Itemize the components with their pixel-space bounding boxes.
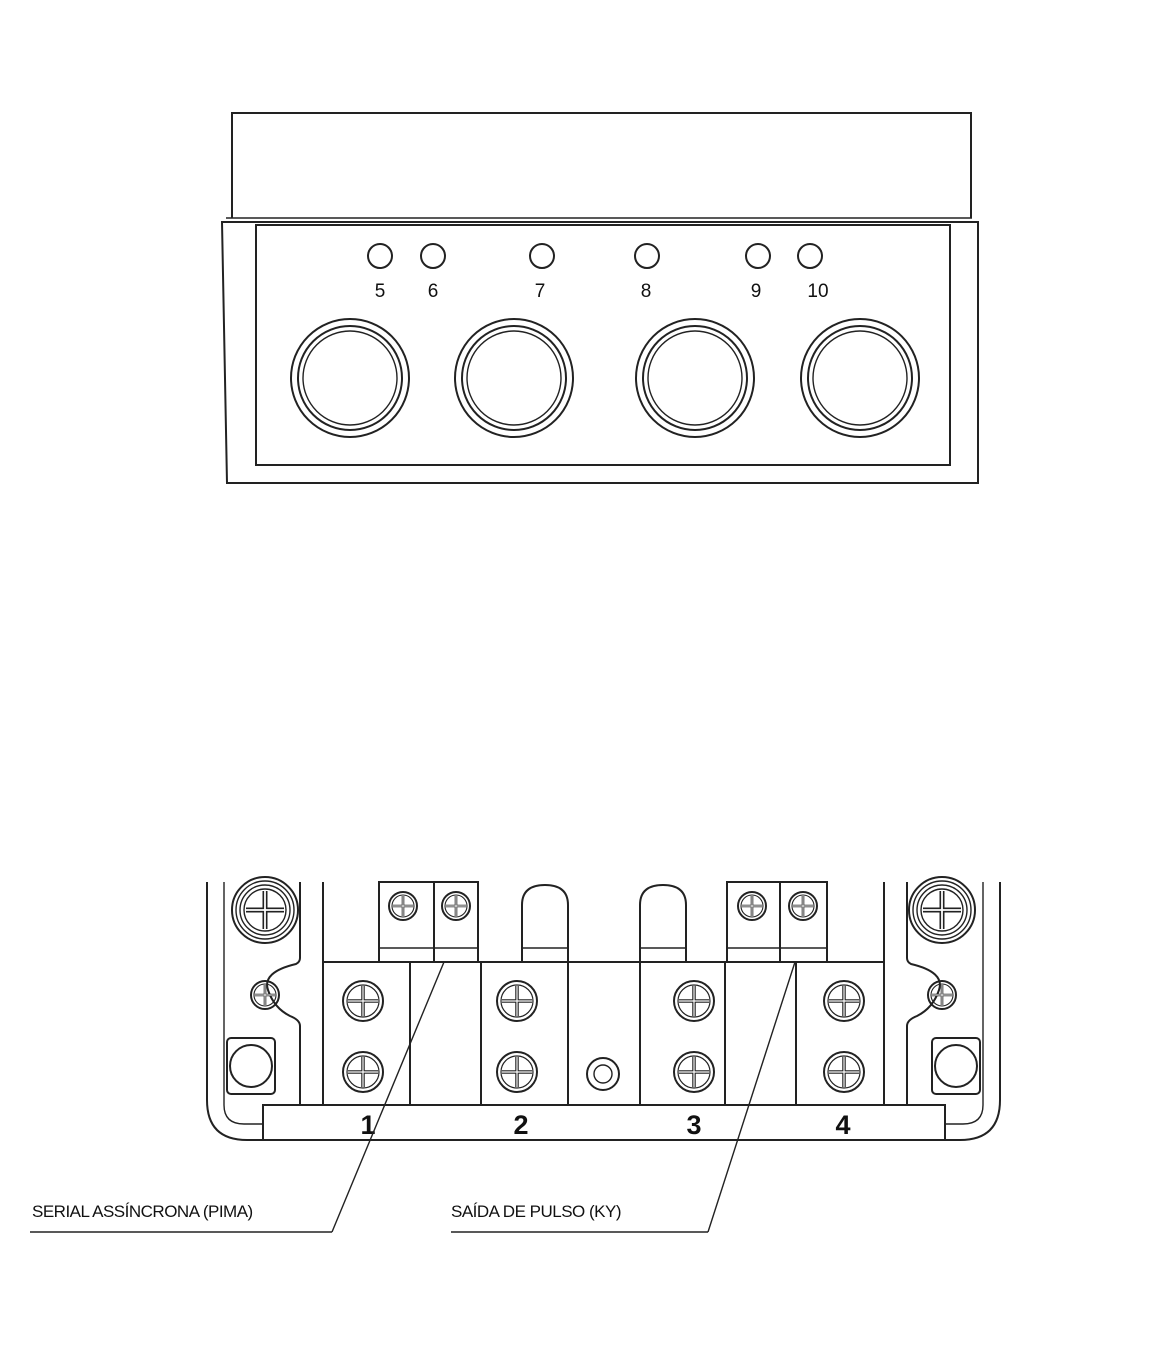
- cable-entry-4: [800, 318, 920, 438]
- cable-entry-3: [635, 318, 755, 438]
- hole-label-10: 10: [807, 281, 828, 302]
- callout-serial-label: SERIAL ASSÍNCRONA (PIMA): [32, 1202, 253, 1221]
- hole-10: [797, 243, 823, 269]
- hole-label-5: 5: [375, 281, 386, 302]
- callouts: SERIAL ASSÍNCRONA (PIMA) SAÍDA DE PULSO …: [30, 961, 796, 1233]
- hole-labels: 5 6 7 8 9 10: [375, 281, 829, 302]
- terminal-label-strip: [262, 1104, 946, 1141]
- small-screw-left: [249, 979, 281, 1011]
- base-outline: [206, 882, 1001, 1141]
- hole-7: [529, 243, 555, 269]
- cable-entries: [290, 318, 920, 438]
- callout-leader-left: [331, 961, 445, 1233]
- terminal-1-screw-bottom: [341, 1050, 385, 1094]
- terminal-3-screw-top: [672, 979, 716, 1023]
- right-channel: [906, 882, 941, 1105]
- cable-entry-2: [454, 318, 574, 438]
- terminal-label-4: 4: [835, 1110, 850, 1140]
- mounting-screw-left: [232, 877, 298, 943]
- seal-hole-right: [934, 1044, 978, 1088]
- hole-5: [367, 243, 393, 269]
- callout-pulse-label: SAÍDA DE PULSO (KY): [451, 1202, 621, 1221]
- terminal-2-screw-top: [495, 979, 539, 1023]
- hole-label-6: 6: [428, 281, 439, 302]
- hole-9: [745, 243, 771, 269]
- terminal-1-screw-top: [341, 979, 385, 1023]
- hole-6: [420, 243, 446, 269]
- top-view: 5 6 7 8 9 10: [220, 112, 979, 484]
- callout-leader-right: [707, 961, 796, 1233]
- terminal-label-2: 2: [513, 1110, 528, 1140]
- terminal-2-screw-bottom: [495, 1050, 539, 1094]
- cover-outline: [231, 112, 972, 218]
- slot-left: [521, 883, 569, 962]
- indicator-holes: [367, 243, 823, 269]
- hole-label-8: 8: [641, 281, 652, 302]
- left-channel: [266, 882, 301, 1105]
- terminal-3-screw-bottom: [672, 1050, 716, 1094]
- terminal-label-1: 1: [360, 1110, 375, 1140]
- terminal-screws: [341, 979, 866, 1094]
- small-screw-right: [926, 979, 958, 1011]
- housing-outline: [220, 221, 979, 484]
- face-panel: [255, 224, 951, 466]
- aux-screw-2: [440, 890, 472, 922]
- center-seal: [586, 1057, 620, 1091]
- hole-8: [634, 243, 660, 269]
- terminal-block-view: 1 2 3 4: [206, 877, 1001, 1141]
- terminal-label-3: 3: [686, 1110, 701, 1140]
- seal-hole-left: [229, 1044, 273, 1088]
- hole-label-9: 9: [751, 281, 762, 302]
- aux-screw-3: [736, 890, 768, 922]
- mounting-screw-right: [909, 877, 975, 943]
- slot-right: [639, 883, 687, 962]
- terminal-4-screw-top: [822, 979, 866, 1023]
- cable-entry-1: [290, 318, 410, 438]
- aux-screw-4: [787, 890, 819, 922]
- hole-label-7: 7: [535, 281, 546, 302]
- aux-screw-1: [387, 890, 419, 922]
- terminal-4-screw-bottom: [822, 1050, 866, 1094]
